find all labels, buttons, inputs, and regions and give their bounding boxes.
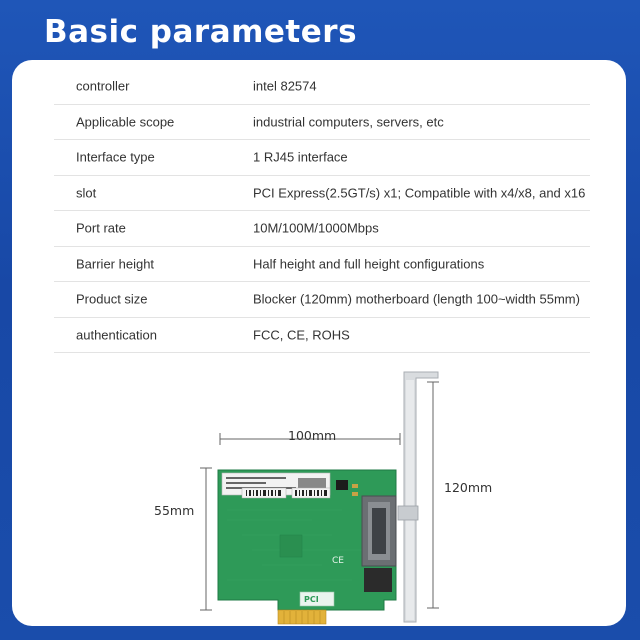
spec-value: PCI Express(2.5GT/s) x1; Compatible with… [253,185,586,201]
spec-value: industrial computers, servers, etc [253,114,444,130]
spec-value: Half height and full height configuratio… [253,256,485,272]
bracket [397,371,439,623]
page-title: Basic parameters [44,14,358,50]
spec-row-interface: Interface type 1 RJ45 interface [54,140,590,176]
spec-label: Port rate [76,220,126,236]
spec-row-scope: Applicable scope industrial computers, s… [54,105,590,140]
spec-label: slot [76,185,97,201]
content-panel: controller intel 82574 Applicable scope … [12,60,626,626]
spec-label: Applicable scope [76,114,175,130]
svg-text:CE: CE [332,556,344,566]
spec-row-authentication: authentication FCC, CE, ROHS [54,318,590,353]
width-dimension-label: 55mm [154,503,195,518]
spec-row-barrier-height: Barrier height Half height and full heig… [54,247,590,282]
length-dimension-line [219,433,401,445]
spec-label: Barrier height [76,256,155,272]
spec-label: authentication [76,327,157,343]
length-dimension-label: 100mm [288,428,337,443]
svg-text:PCI: PCI [304,595,319,604]
spec-value: 1 RJ45 interface [253,149,348,165]
spec-label: controller [76,78,130,94]
height-dimension-line [427,381,439,609]
spec-row-product-size: Product size Blocker (120mm) motherboard… [54,282,590,318]
spec-row-port-rate: Port rate 10M/100M/1000Mbps [54,211,590,247]
spec-value: 10M/100M/1000Mbps [253,220,379,236]
spec-label: Interface type [76,149,155,165]
network-card-illustration: CE PCI [200,371,439,625]
pcb-board: CE PCI [217,469,397,625]
spec-label: Product size [76,291,148,307]
width-dimension-line [200,467,212,611]
spec-row-controller: controller intel 82574 [54,69,590,105]
product-figure: CE PCI [12,360,626,626]
spec-value: Blocker (120mm) motherboard (length 100~… [253,291,580,307]
spec-row-slot: slot PCI Express(2.5GT/s) x1; Compatible… [54,176,590,211]
spec-table: controller intel 82574 Applicable scope … [54,69,590,353]
spec-value: intel 82574 [253,78,317,94]
spec-value: FCC, CE, ROHS [253,327,350,343]
height-dimension-label: 120mm [444,480,493,495]
